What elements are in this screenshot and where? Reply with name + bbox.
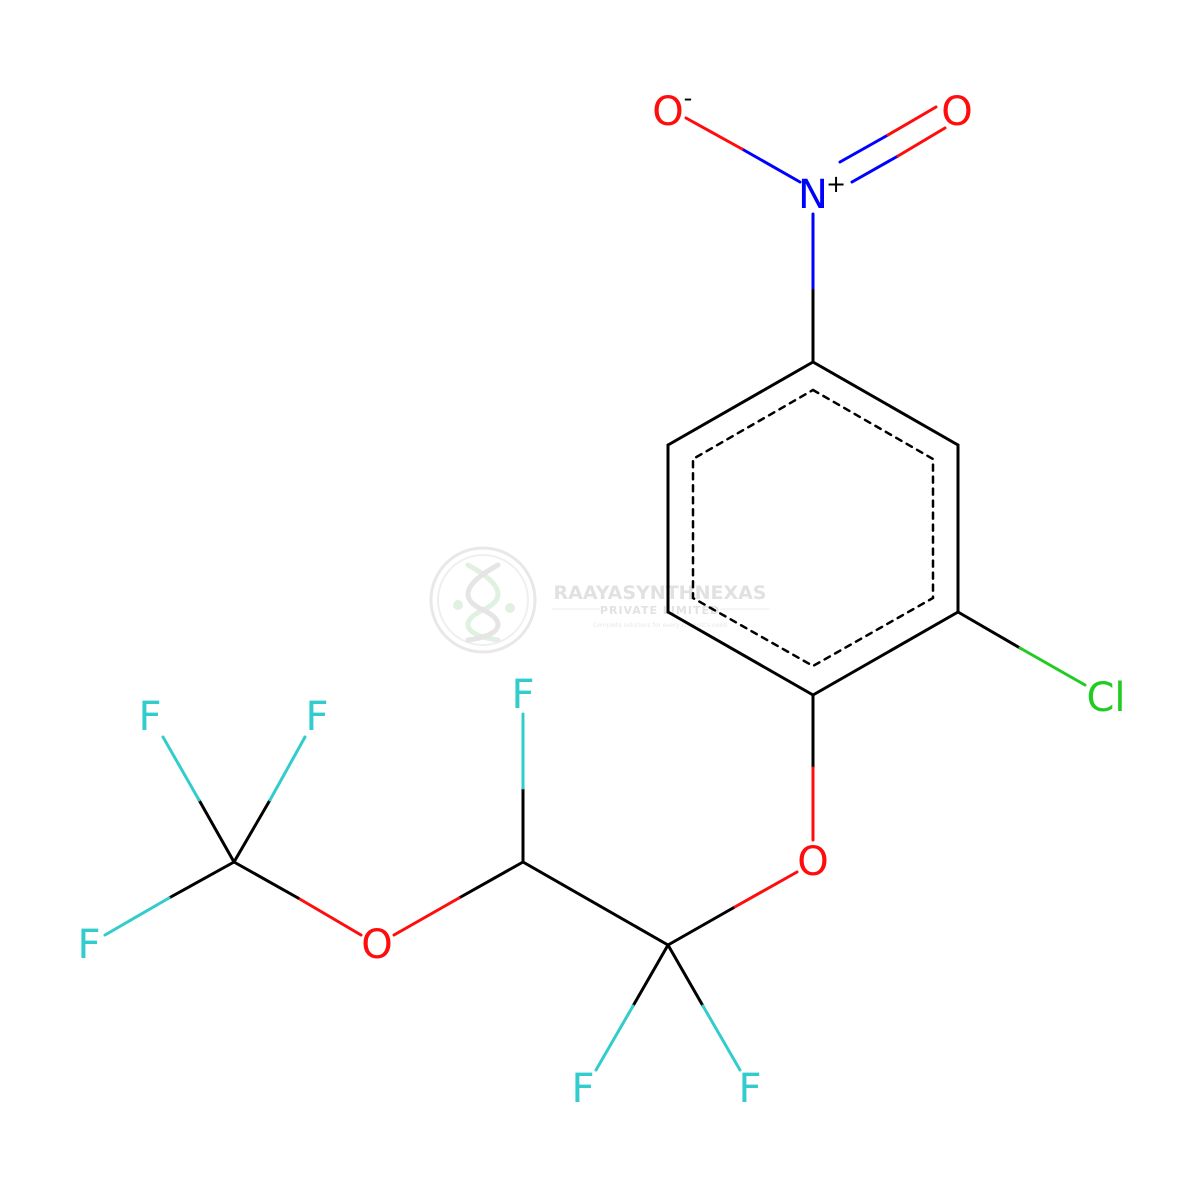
charge-minus: - xyxy=(684,84,693,112)
bond-n-o-double xyxy=(850,154,900,184)
bond-n-o-single xyxy=(740,147,802,184)
bond-c-f xyxy=(232,798,272,864)
bond-c-f xyxy=(167,860,236,900)
bond-c-c xyxy=(521,860,670,947)
bond-n-o-single xyxy=(684,116,744,151)
atom-labels: O - O N + Cl O O F F F F F F xyxy=(77,84,1125,1112)
charge-plus: + xyxy=(826,170,846,198)
bond-c-o xyxy=(457,860,525,900)
bond-c-f xyxy=(594,1004,635,1072)
atom-f-bottom-right: F xyxy=(738,1066,761,1112)
atom-f-cf3-left: F xyxy=(77,922,100,968)
watermark-brand: RAAYASYNTHNEXAS xyxy=(554,582,767,604)
atom-o-double: O xyxy=(941,89,972,135)
bond-n-o-double xyxy=(838,133,890,164)
bond-c-f xyxy=(666,943,705,1008)
aromatic-ring-dashes xyxy=(691,388,935,668)
ring-bond xyxy=(811,610,960,697)
atom-f-cf3-left-top: F xyxy=(138,694,161,740)
atom-o-ether-aryl: O xyxy=(797,839,828,885)
ring-bond xyxy=(666,360,815,447)
watermark-subtitle: PRIVATE LIMITED xyxy=(600,604,720,617)
watermark: RAAYASYNTHNEXAS PRIVATE LIMITED Complete… xyxy=(429,546,770,654)
bond-o-c xyxy=(666,906,735,947)
atom-cl: Cl xyxy=(1086,675,1125,721)
bond-o-c xyxy=(296,896,363,937)
watermark-logo-ring xyxy=(429,546,537,654)
bonds xyxy=(103,105,1087,1072)
bond-c-f xyxy=(161,735,201,802)
bond-o-c xyxy=(731,870,799,910)
bond-c-cl xyxy=(956,610,1022,650)
bond-c-f xyxy=(268,735,307,802)
bond-n-o-double xyxy=(886,105,938,137)
ring-bond xyxy=(811,360,960,447)
atom-o-ether-mid: O xyxy=(361,922,392,968)
ring-bond xyxy=(666,610,815,697)
bond-n-o-double xyxy=(896,126,947,158)
bond-c-f xyxy=(103,896,171,937)
atom-f-top-mid: F xyxy=(511,672,534,718)
atom-o-minus: O xyxy=(652,89,683,135)
dna-helix-icon xyxy=(453,562,515,643)
bond-c-f xyxy=(197,798,236,864)
bond-c-cl xyxy=(1018,646,1087,687)
atom-f-cf3-right-top: F xyxy=(305,694,328,740)
watermark-logo-inner-ring xyxy=(437,554,529,646)
bond-c-f xyxy=(631,943,670,1008)
atom-f-bottom-left: F xyxy=(571,1066,594,1112)
atom-n-plus: N xyxy=(798,172,828,218)
watermark-tagline: Complete solutions for every chemist's n… xyxy=(593,622,727,629)
bond-o-c xyxy=(232,860,300,900)
bond-c-f xyxy=(701,1004,742,1072)
bond-c-o xyxy=(392,896,461,937)
